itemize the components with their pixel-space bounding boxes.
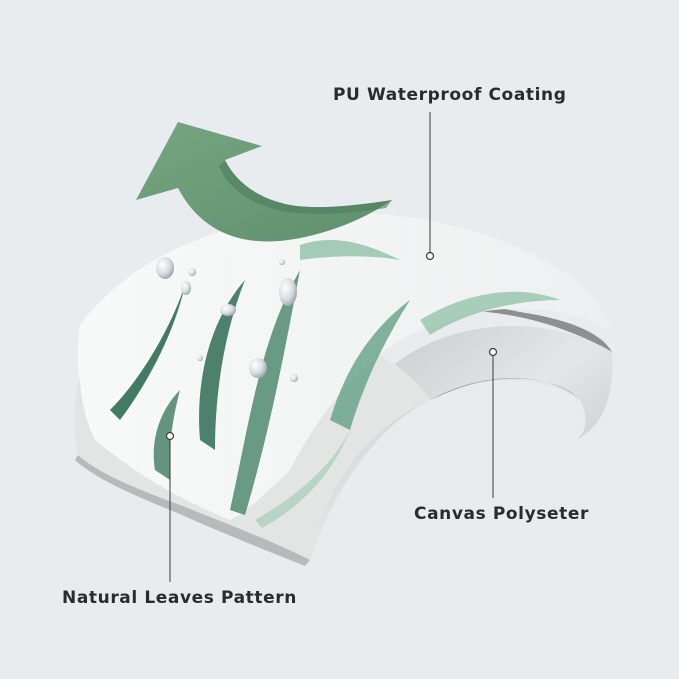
canvas-layer-edge	[75, 455, 310, 566]
leaf-mid-2	[330, 300, 410, 430]
canvas-leader-dot	[488, 347, 498, 357]
pu-leader-dot	[425, 251, 435, 261]
leaf-pattern	[110, 240, 560, 528]
leaf-light-1	[300, 240, 400, 260]
leaves-leader-dot	[165, 431, 175, 441]
fabric-underside-layer	[300, 305, 612, 352]
leaf-light-3	[255, 430, 350, 528]
leaves-pattern-label: Natural Leaves Pattern	[62, 588, 297, 608]
leaf-mid-1	[230, 270, 300, 515]
leaf-dark-2	[199, 280, 245, 450]
canvas-label: Canvas Polyseter	[414, 504, 589, 524]
leaf-dark-1	[110, 285, 185, 420]
pu-coating-label: PU Waterproof Coating	[333, 85, 567, 105]
arrow-shadow	[219, 160, 392, 214]
leader-lines	[169, 112, 494, 582]
water-droplet-icon	[156, 257, 298, 382]
leaf-light-2	[420, 291, 560, 335]
